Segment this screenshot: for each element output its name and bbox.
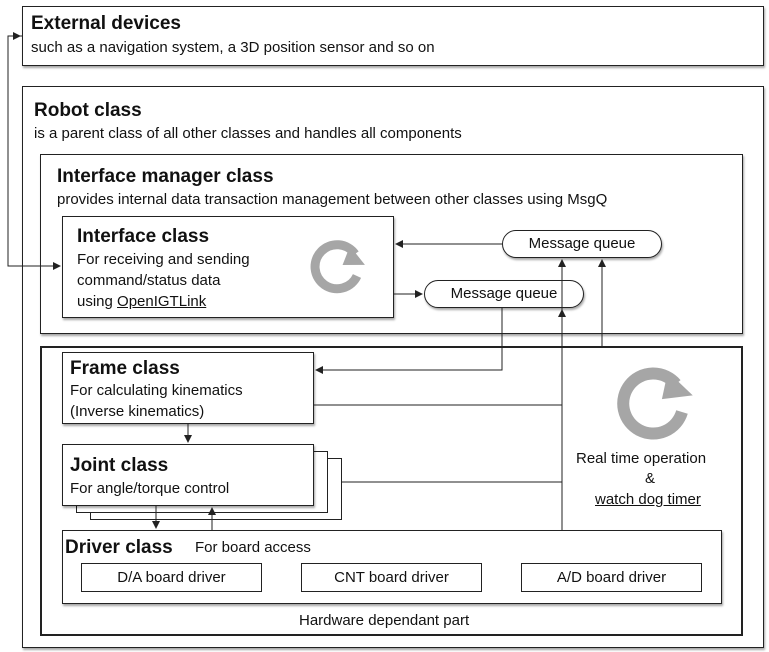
interface-manager-title: Interface manager class (57, 166, 274, 187)
joint-class-box (62, 444, 314, 506)
interface-class-line3: using OpenIGTLink (77, 293, 206, 310)
driver-class-title: Driver class (65, 537, 173, 558)
interface-class-line3-prefix: using (77, 293, 118, 310)
frame-class-line1: For calculating kinematics (70, 382, 243, 399)
external-devices-box (22, 6, 764, 66)
interface-class-title: Interface class (77, 226, 210, 247)
external-return-arrow (7, 32, 21, 100)
hardware-dependant-label: Hardware dependant part (299, 612, 470, 629)
realtime-line2: & (645, 470, 656, 487)
realtime-line1: Real time operation (576, 450, 707, 467)
driver-class-desc: For board access (195, 539, 311, 556)
ad-board-driver: A/D board driver (521, 563, 702, 592)
frame-class-box (62, 352, 314, 424)
frame-class-line2: (Inverse kinematics) (70, 403, 205, 420)
joint-class-title: Joint class (70, 455, 169, 476)
realtime-line3: watch dog timer (595, 491, 701, 508)
message-queue-bottom: Message queue (424, 280, 584, 308)
robot-class-desc: is a parent class of all other classes a… (34, 125, 462, 142)
cnt-board-driver: CNT board driver (301, 563, 482, 592)
joint-class-line1: For angle/torque control (70, 480, 230, 497)
interface-class-line1: For receiving and sending (77, 251, 250, 268)
external-devices-desc: such as a navigation system, a 3D positi… (31, 39, 435, 56)
openigtlink-link: OpenIGTLink (117, 293, 207, 310)
frame-class-title: Frame class (70, 358, 180, 379)
message-queue-top: Message queue (502, 230, 662, 258)
interface-manager-desc: provides internal data transaction manag… (57, 191, 608, 208)
robot-class-title: Robot class (34, 100, 142, 121)
da-board-driver: D/A board driver (81, 563, 262, 592)
external-devices-title: External devices (31, 13, 181, 34)
interface-class-line2: command/status data (77, 272, 221, 289)
